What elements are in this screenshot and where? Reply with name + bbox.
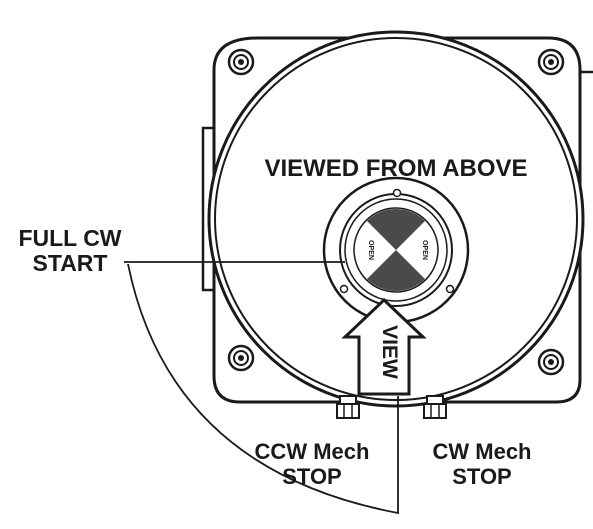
indicator-screw-right [445,284,455,294]
cw-stop-label-line1: CW Mech [433,439,532,464]
position-indicator: OPEN OPEN [322,176,470,324]
full-cw-label-line2: START [33,250,108,276]
view-arrow [341,297,427,396]
housing-left-boss [201,126,214,292]
corner-bolt-top-left [227,48,255,76]
indicator-open-label-left: OPEN [367,240,374,260]
cw-mech-stop-bolt [423,395,447,419]
cw-stop-label-line2: STOP [452,464,512,489]
corner-bolt-top-right [537,48,565,76]
corner-bolt-bottom-right [537,348,565,376]
view-arrow-label: VIEW [378,325,401,379]
corner-bolt-bottom-left [227,344,255,372]
indicator-bowtie-bottom [367,250,425,292]
cover-inner-ring [214,37,578,401]
indicator-bowtie-top [367,208,425,250]
rotation-arc [127,263,399,515]
ccw-mech-stop-bolt [336,395,360,419]
full-cw-label-line1: FULL CW [18,225,121,251]
indicator-screw-top [392,188,402,198]
ccw-stop-label-line1: CCW Mech [255,439,370,464]
indicator-screw-left [339,284,349,294]
indicator-open-label-right: OPEN [421,240,428,260]
ccw-stop-label-line2: STOP [282,464,342,489]
